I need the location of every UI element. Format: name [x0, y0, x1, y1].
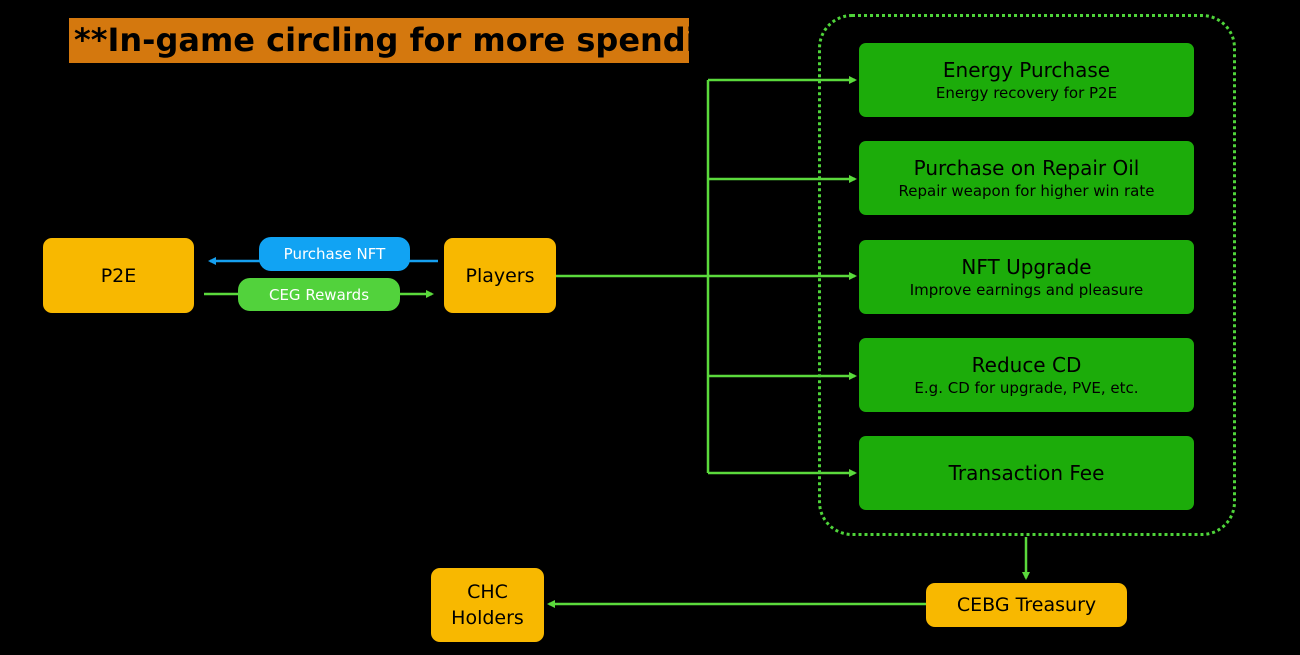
chc-holders-node: CHC Holders: [431, 568, 544, 642]
spend-title: NFT Upgrade: [961, 255, 1092, 279]
spend-box-fee: Transaction Fee: [859, 436, 1194, 510]
players-label: Players: [465, 264, 535, 287]
spend-subtitle: E.g. CD for upgrade, PVE, etc.: [914, 379, 1139, 397]
chc-holders-label-line2: Holders: [451, 607, 524, 629]
purchase-nft-pill: Purchase NFT: [259, 237, 410, 271]
spend-box-repair: Purchase on Repair Oil Repair weapon for…: [859, 141, 1194, 215]
cebg-treasury-node: CEBG Treasury: [926, 583, 1127, 627]
ceg-rewards-pill: CEG Rewards: [238, 278, 400, 311]
spend-title: Transaction Fee: [948, 461, 1105, 485]
p2e-node: P2E: [43, 238, 194, 313]
players-node: Players: [444, 238, 556, 313]
spend-box-energy: Energy Purchase Energy recovery for P2E: [859, 43, 1194, 117]
spend-subtitle: Repair weapon for higher win rate: [898, 182, 1155, 200]
spend-title: Energy Purchase: [942, 58, 1111, 82]
p2e-label: P2E: [100, 264, 137, 287]
spend-box-upgrade: NFT Upgrade Improve earnings and pleasur…: [859, 240, 1194, 314]
spend-title: Purchase on Repair Oil: [913, 156, 1140, 180]
spend-box-cd: Reduce CD E.g. CD for upgrade, PVE, etc.: [859, 338, 1194, 412]
diagram-title: **In-game circling for more spending**: [69, 18, 689, 63]
purchase-nft-label: Purchase NFT: [283, 245, 386, 263]
spending-group-border: [818, 14, 1236, 536]
cebg-treasury-label: CEBG Treasury: [956, 594, 1097, 616]
spend-subtitle: Energy recovery for P2E: [935, 84, 1118, 102]
spend-subtitle: Improve earnings and pleasure: [909, 281, 1144, 299]
ceg-rewards-label: CEG Rewards: [268, 285, 370, 304]
spend-title: Reduce CD: [971, 353, 1082, 377]
chc-holders-label-line1: CHC: [467, 581, 508, 603]
